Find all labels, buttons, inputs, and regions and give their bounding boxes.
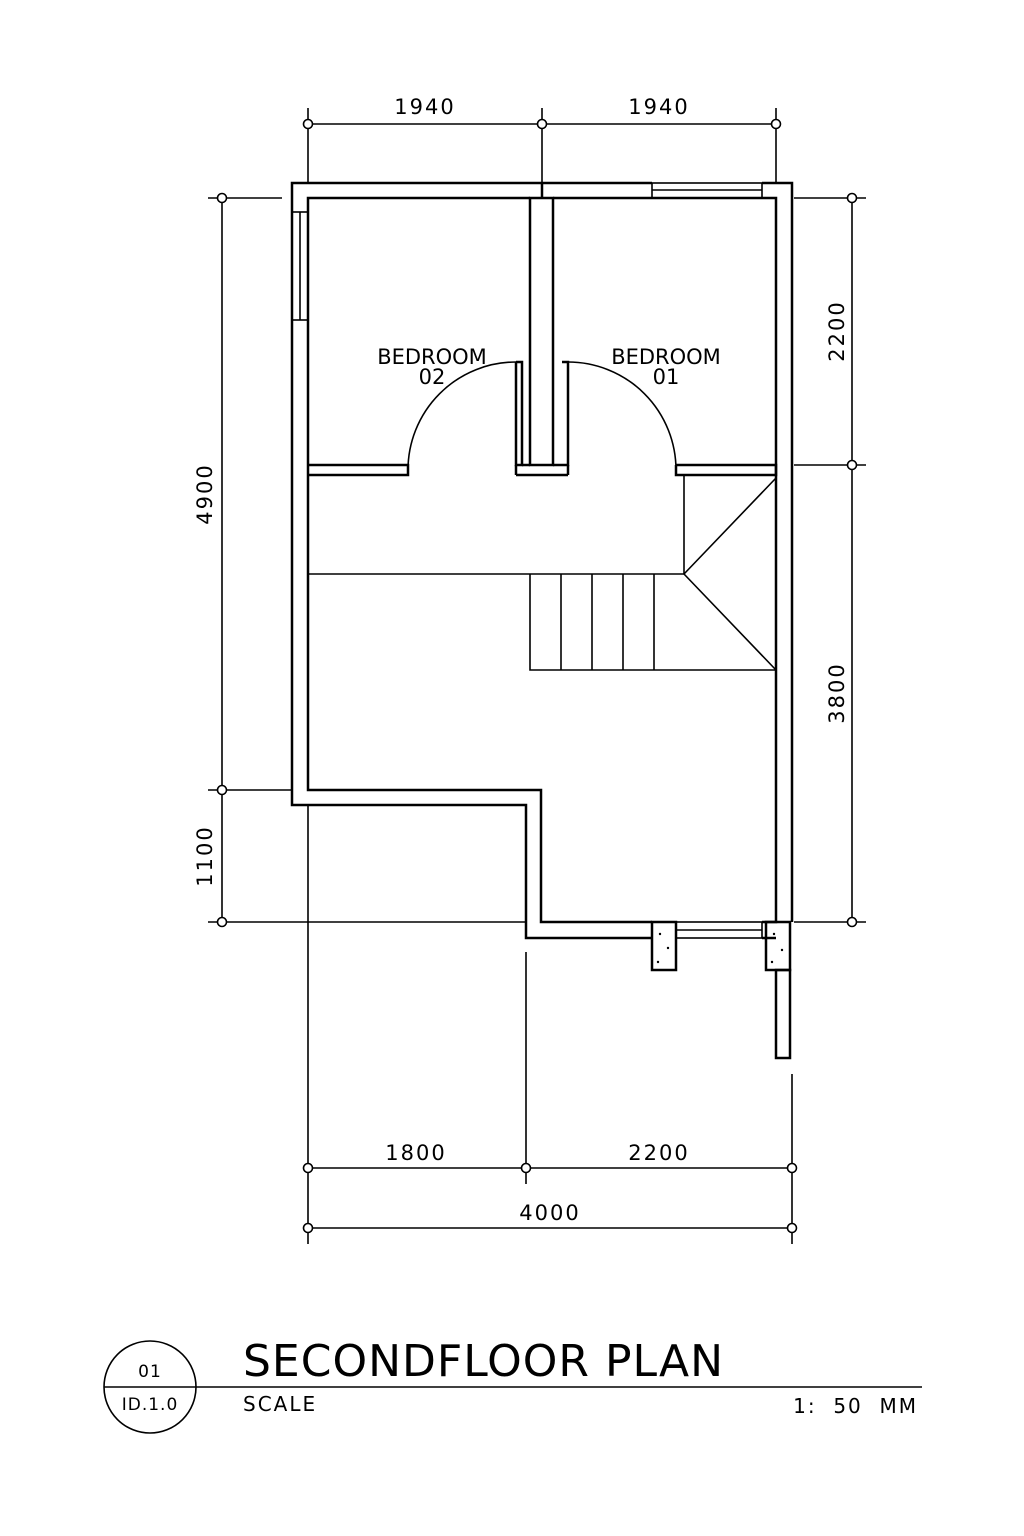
dim-bottom-right: 2200 [628,1141,689,1165]
dimension-labels: 1940 1940 4900 1100 2200 3800 1800 2200 … [193,95,849,1225]
room-bedroom-01-name: BEDROOM [611,345,721,369]
dim-bottom-overall: 4000 [519,1201,580,1225]
dim-bottom-left: 1800 [385,1141,446,1165]
walls [290,181,794,1060]
drawing-number: 01 [138,1362,162,1382]
dim-top-left: 1940 [394,95,455,119]
room-bedroom-02-name: BEDROOM [377,345,487,369]
doors [407,361,677,471]
dim-right-bottom: 3800 [825,662,849,723]
dim-top-right: 1940 [628,95,689,119]
dimension-lines [208,108,866,1244]
staircase [308,475,777,671]
dim-left-bottom: 1100 [193,825,217,886]
scale-label: SCALE [243,1392,317,1416]
scale-value: 1: 50 MM [793,1394,918,1418]
drawing-title: SECONDFLOOR PLAN [243,1336,724,1387]
dim-left-overall: 4900 [193,463,217,524]
dim-right-top: 2200 [825,300,849,361]
room-bedroom-01-number: 01 [653,365,680,389]
room-bedroom-02-number: 02 [419,365,446,389]
room-labels: BEDROOM 02 BEDROOM 01 [377,345,721,389]
title-block: 01 ID.1.0 SECONDFLOOR PLAN SCALE 1: 50 M… [103,1336,922,1434]
sheet-number: ID.1.0 [122,1395,179,1415]
